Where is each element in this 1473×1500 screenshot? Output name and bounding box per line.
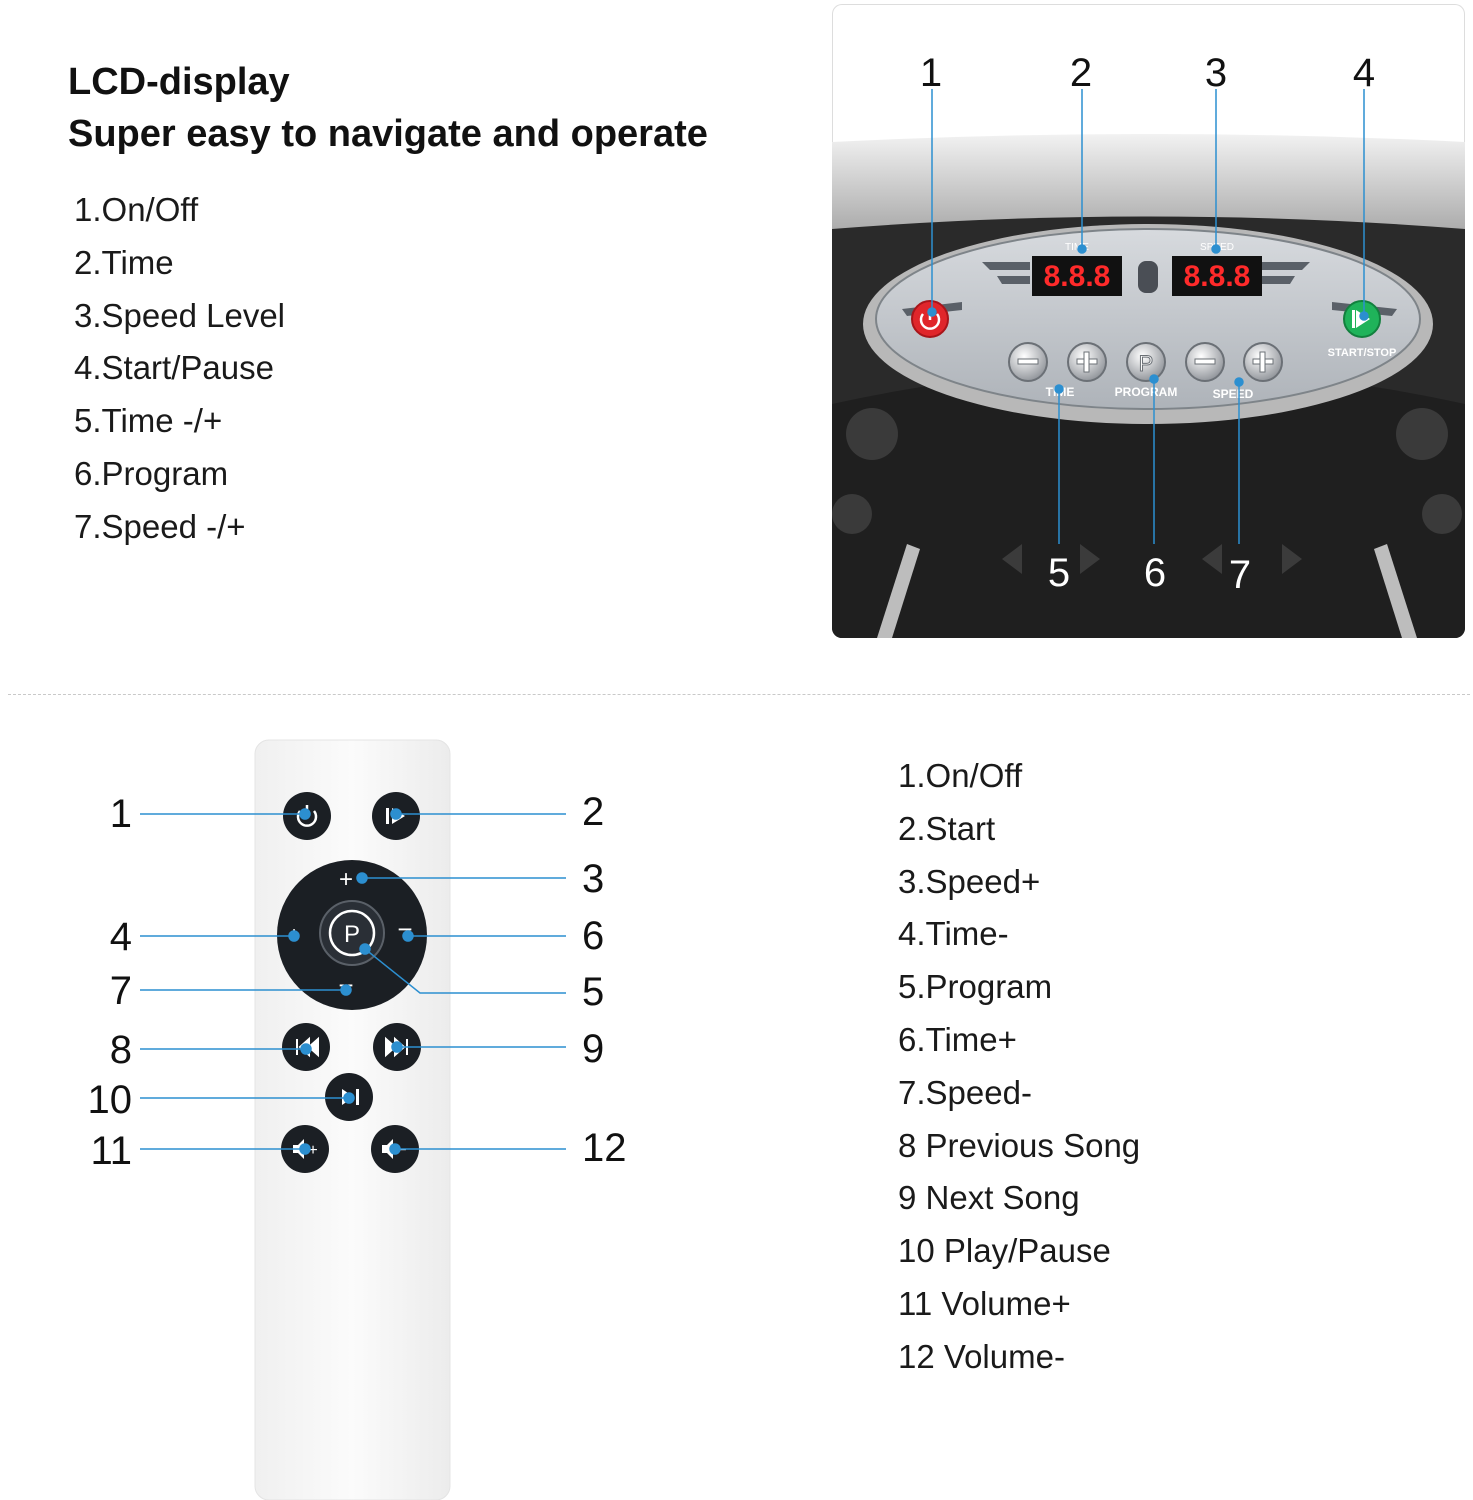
button-speed-label: SPEED (1213, 387, 1254, 401)
heading-block: LCD-display Super easy to navigate and o… (68, 56, 708, 160)
svg-text:+: + (339, 866, 353, 893)
remote-callout-4: 4 (110, 915, 132, 959)
remote-callout-11: 11 (90, 1129, 132, 1173)
remote-callout-10: 10 (88, 1078, 133, 1122)
svg-text:P: P (1139, 351, 1154, 376)
speed-minus-icon (1185, 342, 1225, 382)
remote-callout-9: 9 (582, 1027, 604, 1071)
panel-feature-item: 3.Speed Level (74, 296, 286, 334)
remote-callout-5: 5 (582, 970, 604, 1014)
time-display-label: TIME (1065, 242, 1089, 253)
section-divider (8, 694, 1470, 695)
remote-feature-item: 11 Volume+ (898, 1284, 1071, 1322)
remote-feature-item: 4.Time- (898, 915, 1009, 953)
panel-feature-item: 7.Speed -/+ (74, 507, 246, 545)
panel-feature-item: 6.Program (74, 454, 229, 492)
remote-callout-12: 12 (582, 1126, 627, 1170)
panel-feature-list: 1.On/Off 2.Time 3.Speed Level 4.Start/Pa… (74, 184, 285, 554)
svg-text:P: P (344, 921, 360, 948)
remote-feature-item: 12 Volume- (898, 1337, 1065, 1375)
remote-feature-item: 3.Speed+ (898, 862, 1041, 900)
panel-callout-6: 6 (1144, 551, 1166, 595)
heading-subtitle: Super easy to navigate and operate (68, 113, 708, 155)
svg-text:+: + (308, 1142, 317, 1159)
remote-feature-item: 8 Previous Song (898, 1126, 1141, 1164)
remote-feature-item: 2.Start (898, 809, 996, 847)
time-minus-icon (1008, 342, 1048, 382)
remote-callout-6: 6 (582, 914, 604, 958)
power-button-icon (911, 300, 949, 338)
panel-feature-item: 5.Time -/+ (74, 402, 223, 440)
panel-callout-7: 7 (1229, 553, 1251, 597)
remote-callout-1: 1 (110, 792, 132, 836)
program-icon: P (1126, 342, 1166, 382)
time-display-text: 8.8.8 (1044, 260, 1111, 293)
remote-callout-3: 3 (582, 857, 604, 901)
remote-feature-item: 6.Time+ (898, 1020, 1017, 1058)
panel-feature-item: 4.Start/Pause (74, 349, 274, 387)
panel-callout-5: 5 (1048, 551, 1070, 595)
panel-callout-1: 1 (920, 51, 942, 95)
remote-feature-list: 1.On/Off 2.Start 3.Speed+ 4.Time- 5.Prog… (898, 750, 1140, 1384)
control-panel-image: 8.8.8 8.8.8 TIME SPEED START/STOP (832, 4, 1465, 638)
remote-callout-2: 2 (582, 790, 604, 834)
button-program-label: PROGRAM (1115, 385, 1178, 399)
panel-feature-item: 2.Time (74, 243, 174, 281)
start-stop-label: START/STOP (1328, 347, 1397, 359)
remote-callout-7: 7 (110, 969, 132, 1013)
remote-control-image: P + + − − + − (88, 739, 627, 1500)
panel-callout-3: 3 (1205, 51, 1227, 95)
remote-feature-item: 5.Program (898, 968, 1053, 1006)
remote-feature-item: 10 Play/Pause (898, 1232, 1111, 1270)
time-plus-icon (1067, 342, 1107, 382)
panel-callout-4: 4 (1353, 51, 1375, 95)
heading-title: LCD-display (68, 61, 290, 103)
svg-text:−: − (397, 1142, 406, 1159)
remote-callout-8: 8 (110, 1028, 132, 1072)
panel-callout-2: 2 (1070, 51, 1092, 95)
remote-feature-item: 1.On/Off (898, 757, 1023, 794)
remote-feature-item: 7.Speed- (898, 1073, 1032, 1111)
remote-feature-item: 9 Next Song (898, 1179, 1080, 1217)
speed-display-text: 8.8.8 (1184, 260, 1251, 293)
panel-feature-item: 1.On/Off (74, 191, 199, 228)
speed-plus-icon (1243, 342, 1283, 382)
